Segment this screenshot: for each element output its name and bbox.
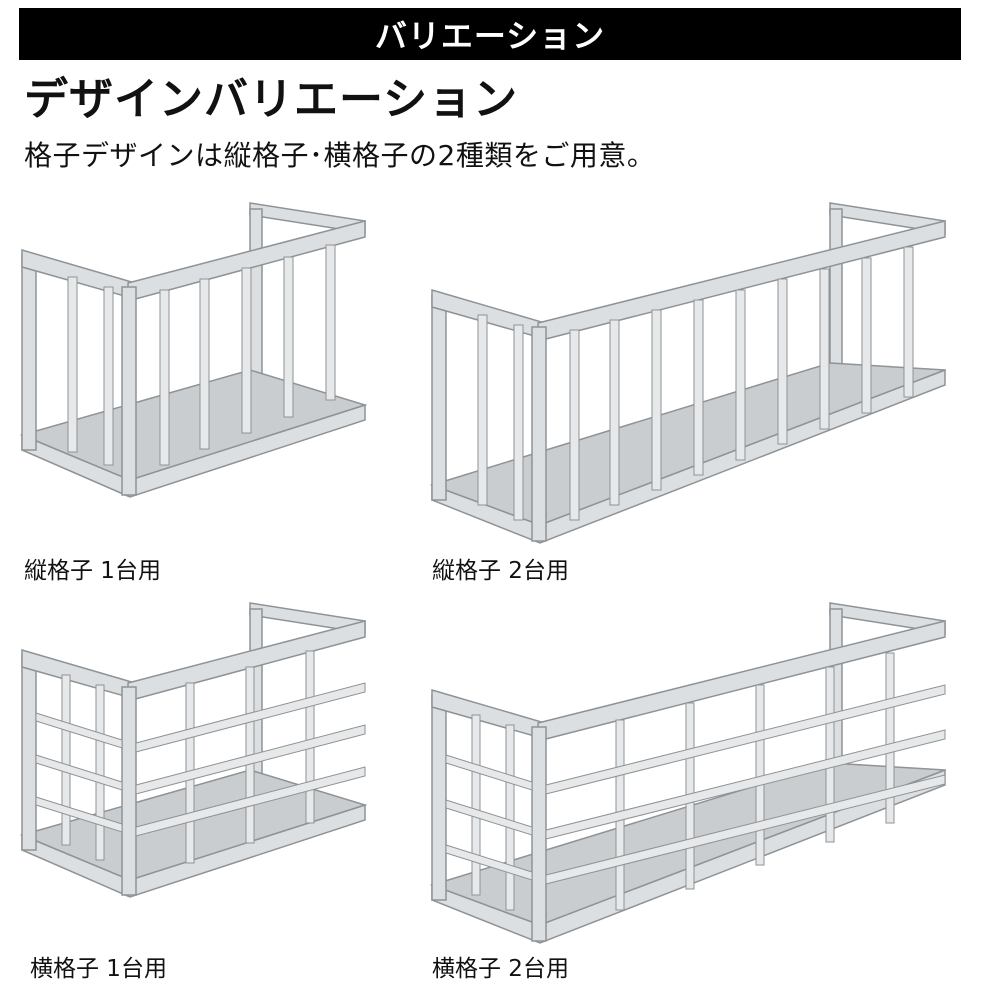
- product-image-horizontal-2: [420, 595, 960, 945]
- product-caption: 横格子 1台用: [30, 956, 167, 982]
- page-heading: デザインバリエーション: [24, 74, 519, 125]
- product-image-vertical-1: [10, 195, 380, 515]
- product-image-horizontal-1: [10, 595, 380, 915]
- section-banner-title: バリエーション: [374, 17, 606, 55]
- product-caption: 横格子 2台用: [432, 956, 569, 982]
- section-banner: バリエーション: [19, 8, 961, 60]
- product-image-vertical-2: [420, 195, 960, 545]
- page-subtitle: 格子デザインは縦格子･横格子の2種類をご用意。: [24, 139, 656, 172]
- product-caption: 縦格子 1台用: [24, 558, 161, 584]
- product-caption: 縦格子 2台用: [432, 558, 569, 584]
